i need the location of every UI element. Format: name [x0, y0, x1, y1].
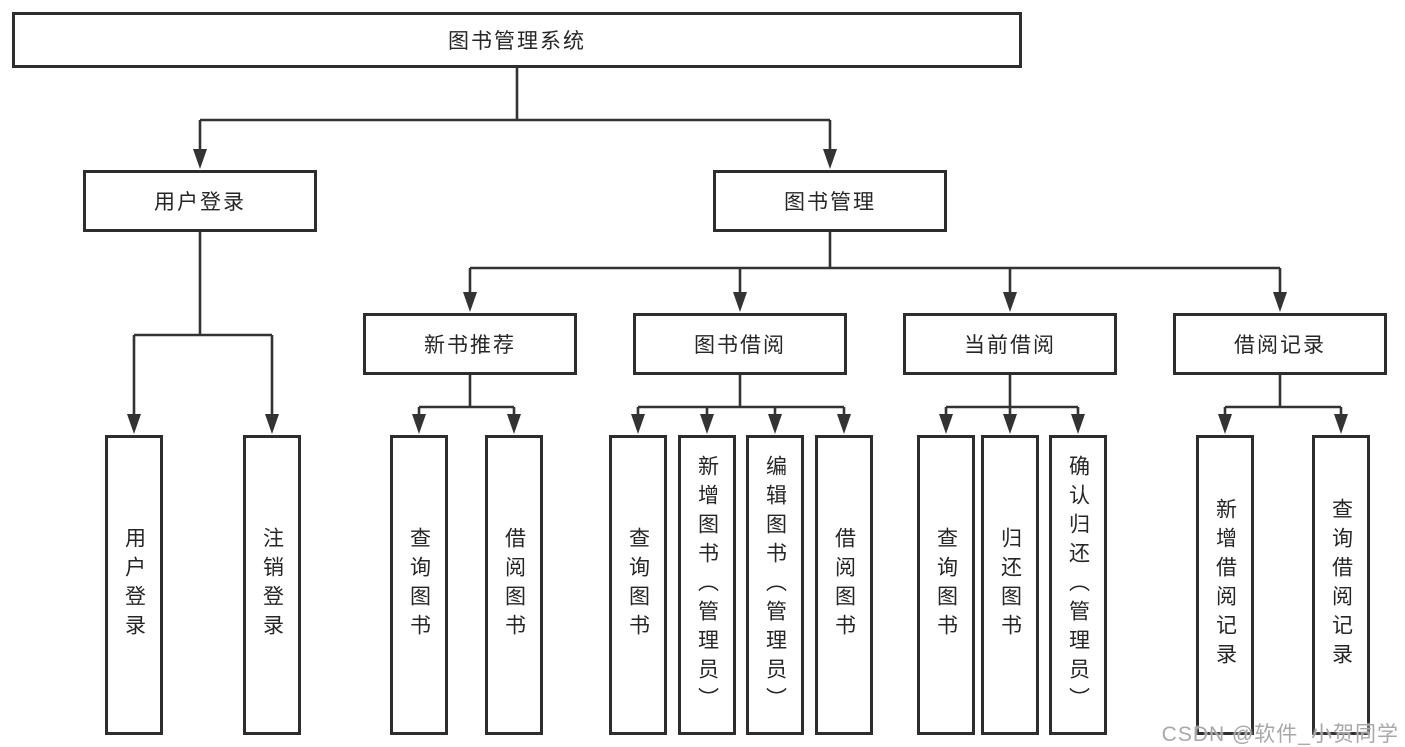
leaf-borrow-books-1: 借阅图书 — [485, 435, 543, 735]
leaf-label: 注销登录 — [260, 527, 284, 643]
node-book-borrowing: 图书借阅 — [633, 313, 847, 375]
watermark-text: CSDN @软件_小贺同学 — [1161, 723, 1399, 746]
node-current-borrowing: 当前借阅 — [903, 313, 1117, 375]
leaf-label: 查询图书 — [934, 527, 958, 643]
leaf-label: 查询图书 — [407, 527, 431, 643]
leaf-label: 查询图书 — [626, 527, 650, 643]
leaf-label: 查询借阅记录 — [1329, 498, 1353, 672]
node-label: 图书借阅 — [694, 334, 786, 357]
node-book-management: 图书管理 — [713, 170, 947, 232]
leaf-query-books-2: 查询图书 — [609, 435, 667, 735]
leaf-label: 归还图书 — [998, 527, 1022, 643]
node-user-login: 用户登录 — [83, 170, 317, 232]
node-label: 图书管理系统 — [448, 30, 586, 53]
leaf-edit-books-admin: 编辑图书（管理员） — [746, 435, 804, 735]
leaf-label: 借阅图书 — [832, 527, 856, 643]
leaf-logout: 注销登录 — [243, 435, 301, 735]
leaf-user-login: 用户登录 — [105, 435, 163, 735]
node-new-book-recommend: 新书推荐 — [363, 313, 577, 375]
leaf-borrow-books-2: 借阅图书 — [815, 435, 873, 735]
leaf-label: 用户登录 — [122, 527, 146, 643]
leaf-label: 新增图书（管理员） — [695, 454, 719, 716]
leaf-add-books-admin: 新增图书（管理员） — [678, 435, 736, 735]
leaf-query-borrow-record: 查询借阅记录 — [1312, 435, 1370, 735]
leaf-query-books-1: 查询图书 — [390, 435, 448, 735]
leaf-return-books: 归还图书 — [981, 435, 1039, 735]
node-label: 图书管理 — [784, 191, 876, 214]
leaf-confirm-return-admin: 确认归还（管理员） — [1049, 435, 1107, 735]
leaf-label: 借阅图书 — [502, 527, 526, 643]
leaf-label: 编辑图书（管理员） — [763, 454, 787, 716]
node-label: 当前借阅 — [964, 334, 1056, 357]
leaf-label: 新增借阅记录 — [1213, 498, 1237, 672]
leaf-label: 确认归还（管理员） — [1066, 454, 1090, 716]
node-label: 借阅记录 — [1234, 334, 1326, 357]
node-borrowing-records: 借阅记录 — [1173, 313, 1387, 375]
leaf-add-borrow-record: 新增借阅记录 — [1196, 435, 1254, 735]
node-label: 新书推荐 — [424, 334, 516, 357]
leaf-query-books-3: 查询图书 — [917, 435, 975, 735]
node-label: 用户登录 — [154, 191, 246, 214]
node-library-system: 图书管理系统 — [12, 12, 1022, 68]
